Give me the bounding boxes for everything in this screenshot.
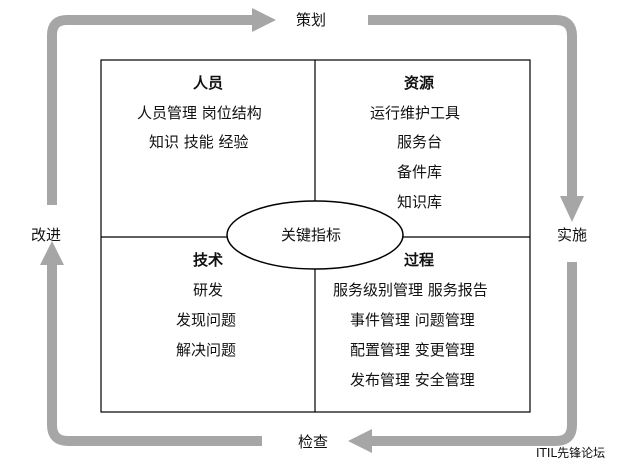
quadrant-line: 服务台 (397, 133, 443, 151)
arrowhead-down-icon (560, 196, 584, 222)
arrowhead-right-icon (252, 8, 276, 32)
quadrant-line: 知识库 (397, 193, 443, 211)
quadrant-title-people: 人员 (193, 74, 224, 92)
quadrant-line: 解决问题 (176, 341, 237, 359)
key-indicators-ellipse (226, 200, 404, 270)
quadrant-line: 研发 (193, 281, 224, 299)
cycle-label-improve: 改进 (31, 226, 62, 244)
cycle-arrow-improve-to-plan (47, 15, 252, 205)
arrowhead-left-icon (348, 429, 372, 453)
quadrant-line: 配置管理 变更管理 (350, 341, 475, 359)
cycle-label-plan: 策划 (296, 11, 327, 29)
quadrant-line: 事件管理 问题管理 (350, 311, 475, 329)
cycle-arrow-check-to-improve (47, 265, 262, 446)
quadrant-title-technology: 技术 (193, 251, 224, 269)
cycle-label-do: 实施 (557, 226, 588, 244)
quadrant-line: 知识 技能 经验 (149, 133, 249, 151)
arrowhead-up-icon (40, 241, 64, 265)
quadrant-title-process: 过程 (404, 251, 435, 269)
cycle-label-check: 检查 (298, 433, 329, 451)
quadrant-line: 备件库 (397, 163, 443, 181)
center-label: 关键指标 (281, 226, 342, 244)
quadrant-line: 发布管理 安全管理 (350, 371, 475, 389)
quadrant-line: 发现问题 (176, 311, 237, 329)
quadrant-line: 服务级别管理 服务报告 (333, 281, 488, 299)
quadrant-line: 运行维护工具 (370, 104, 461, 122)
cycle-arrow-plan-to-do (368, 15, 577, 196)
quadrant-line: 人员管理 岗位结构 (137, 104, 262, 122)
cycle-arrow-do-to-check (372, 262, 577, 446)
quadrant-title-resources: 资源 (404, 74, 435, 92)
watermark: ITIL先锋论坛 (536, 446, 606, 460)
